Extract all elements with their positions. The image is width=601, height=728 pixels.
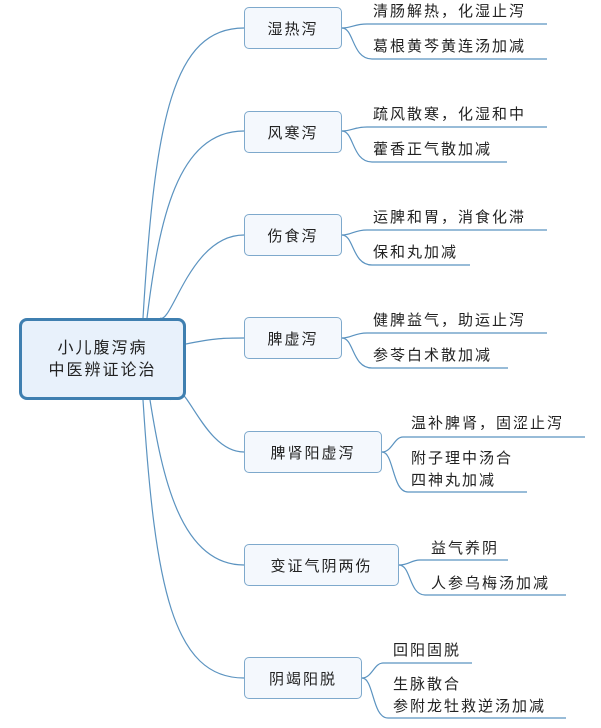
leaf-text: 生脉散合	[393, 675, 462, 693]
leaf-treatment[interactable]: 清肠解热，化湿止泻	[373, 1, 526, 21]
leaf-connector	[361, 662, 472, 679]
branch-node-pixu[interactable]: 脾虚泻	[244, 317, 342, 359]
leaf-text: 四神丸加减	[411, 471, 497, 489]
leaf-connector	[341, 130, 507, 163]
leaf-text: 人参乌梅汤加减	[431, 574, 551, 592]
leaf-text: 附子理中汤合	[411, 449, 514, 467]
leaf-text: 运脾和胃，消食化滞	[373, 208, 527, 226]
leaf-treatment[interactable]: 运脾和胃，消食化滞	[373, 207, 526, 227]
branch-label: 阴竭阳脱	[268, 669, 337, 688]
leaf-formula[interactable]: 藿香正气散加减	[373, 139, 492, 159]
branch-label: 伤食泻	[267, 226, 319, 245]
leaf-connector	[341, 332, 547, 339]
leaf-text: 清肠解热，化湿止泻	[373, 2, 527, 20]
leaf-connector	[341, 23, 547, 29]
leaf-text: 保和丸加减	[373, 243, 459, 261]
leaf-connector	[341, 27, 547, 60]
leaf-text: 葛根黄芩黄连汤加减	[373, 37, 527, 55]
leaf-treatment[interactable]: 温补脾肾，固涩止泻	[411, 413, 564, 433]
branch-label: 脾肾阳虚泻	[270, 443, 356, 462]
leaf-connector	[398, 559, 508, 566]
leaf-treatment[interactable]: 益气养阴	[431, 538, 499, 558]
root-connector	[169, 390, 245, 453]
leaf-connector	[341, 337, 508, 369]
branch-node-pishenyangxu[interactable]: 脾肾阳虚泻	[244, 431, 382, 473]
branch-label: 脾虚泻	[267, 329, 319, 348]
leaf-formula[interactable]: 保和丸加减	[373, 242, 458, 262]
leaf-connector	[341, 229, 547, 236]
leaf-text: 疏风散寒，化湿和中	[373, 105, 527, 123]
root-connector	[149, 399, 245, 566]
leaf-treatment[interactable]: 疏风散寒，化湿和中	[373, 104, 526, 124]
branch-label: 变证气阴两伤	[270, 556, 373, 575]
leaf-text: 温补脾肾，固涩止泻	[411, 414, 565, 432]
leaf-text: 参附龙牡救逆汤加减	[393, 697, 547, 715]
leaf-connector	[361, 677, 566, 719]
branch-node-shire[interactable]: 湿热泻	[244, 7, 342, 49]
root-title-line1: 小儿腹泻病	[57, 338, 148, 357]
leaf-formula[interactable]: 葛根黄芩黄连汤加减	[373, 36, 526, 56]
leaf-text: 参苓白术散加减	[373, 346, 493, 364]
leaf-formula[interactable]: 参苓白术散加减	[373, 345, 492, 365]
root-connector	[159, 234, 245, 319]
leaf-text: 益气养阴	[431, 539, 500, 557]
branch-label: 湿热泻	[267, 19, 319, 38]
branch-label: 风寒泻	[267, 123, 319, 142]
root-connector	[185, 337, 245, 345]
branch-node-fenghan[interactable]: 风寒泻	[244, 111, 342, 153]
root-title-line2: 中医辨证论治	[48, 360, 157, 379]
leaf-connector	[341, 126, 547, 132]
leaf-connector	[381, 436, 585, 453]
root-connector	[142, 399, 245, 679]
leaf-formula[interactable]: 附子理中汤合四神丸加减	[411, 447, 513, 491]
leaf-connector	[381, 451, 527, 493]
branch-node-shangshi[interactable]: 伤食泻	[244, 214, 342, 256]
leaf-formula[interactable]: 生脉散合参附龙牡救逆汤加减	[393, 673, 546, 717]
leaf-text: 回阳固脱	[393, 641, 462, 659]
leaf-connector	[398, 564, 566, 596]
root-connector	[142, 27, 245, 319]
branch-node-qiyinliangshang[interactable]: 变证气阴两伤	[244, 544, 399, 586]
leaf-text: 藿香正气散加减	[373, 140, 493, 158]
leaf-treatment[interactable]: 回阳固脱	[393, 640, 461, 660]
leaf-treatment[interactable]: 健脾益气，助运止泻	[373, 310, 526, 330]
branch-node-yinjieyangtuo[interactable]: 阴竭阳脱	[244, 657, 362, 699]
leaf-connector	[341, 234, 470, 266]
leaf-formula[interactable]: 人参乌梅汤加减	[431, 573, 550, 593]
root-connector	[146, 130, 245, 319]
root-node[interactable]: 小儿腹泻病 中医辨证论治	[19, 318, 186, 400]
leaf-text: 健脾益气，助运止泻	[373, 311, 527, 329]
